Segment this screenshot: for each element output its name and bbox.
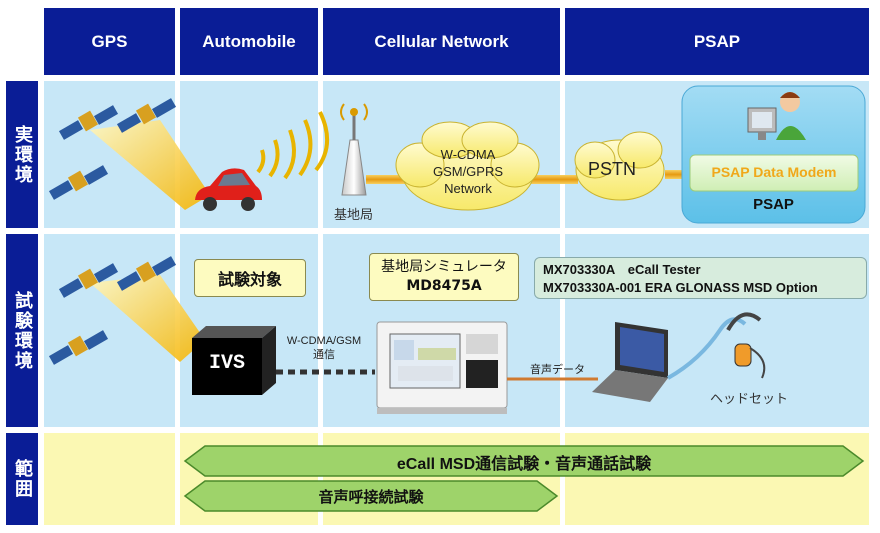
scope-arrow-msd xyxy=(183,445,865,477)
satellite-icon xyxy=(48,165,109,200)
satellite-icon xyxy=(58,105,119,140)
row-header-scope: 範囲 xyxy=(6,433,38,525)
network-cloud-line: Network xyxy=(444,181,492,196)
satellite-icon xyxy=(58,263,119,298)
connection-pipe xyxy=(530,175,578,184)
operator-icon xyxy=(747,92,806,140)
column-header-automobile: Automobile xyxy=(180,8,318,75)
base-station-icon xyxy=(340,103,368,196)
satellite-beam xyxy=(90,120,210,210)
column-header-gps: GPS xyxy=(44,8,175,75)
row-header-real-env: 実環境 xyxy=(6,81,38,228)
simulator-label-line1: 基地局シミュレータ xyxy=(381,259,507,275)
psap-data-modem-box xyxy=(689,154,859,192)
headset-icon xyxy=(726,312,766,379)
network-cloud-icon xyxy=(395,121,540,211)
connection-pipe xyxy=(366,175,406,184)
simulator-instrument-icon xyxy=(376,321,508,414)
link-label-line1: W-CDMA/GSM xyxy=(286,335,362,347)
test-target-box: 試験対象 xyxy=(194,259,306,297)
scope-arrow-msd-label: eCall MSD通信試験・音声通話試験 xyxy=(396,456,652,473)
link-label-line2: 通信 xyxy=(313,349,335,361)
base-station-label: 基地局 xyxy=(334,207,374,222)
tester-callout: MX703330A eCall Tester MX703330A-001 ERA… xyxy=(534,257,867,299)
audio-data-label: 音声データ xyxy=(530,364,585,376)
psap-label: PSAP xyxy=(753,196,794,213)
scope-arrow-call xyxy=(183,480,559,512)
pstn-label: PSTN xyxy=(588,159,637,179)
column-header-psap: PSAP xyxy=(565,8,869,75)
radio-waves-icon xyxy=(256,111,330,180)
tester-label-line2: MX703330A-001 ERA GLONASS MSD Option xyxy=(543,280,818,295)
ivs-box-icon xyxy=(192,326,276,395)
row-header-test-env: 試験環境 xyxy=(6,234,38,427)
simulator-box: 基地局シミュレータ MD8475A xyxy=(369,253,519,301)
headset-cable xyxy=(667,317,747,380)
laptop-icon xyxy=(592,322,668,402)
network-cloud-line: W-CDMA xyxy=(440,147,496,162)
pstn-cloud-icon xyxy=(574,131,665,201)
connection-pipe xyxy=(665,170,690,179)
network-cloud-label: W-CDMA GSM/GPRS Network xyxy=(418,146,518,197)
satellite-icon xyxy=(48,330,109,365)
column-header-cellular-network: Cellular Network xyxy=(323,8,560,75)
psap-data-modem-label: PSAP Data Modem xyxy=(711,164,837,180)
scope-arrow-call-label: 音声呼接続試験 xyxy=(318,489,424,506)
cell-scope-gps xyxy=(44,433,175,525)
headset-label: ヘッドセット xyxy=(710,391,789,406)
test-target-label: 試験対象 xyxy=(217,270,282,289)
satellite-icon xyxy=(116,98,177,133)
satellite-beam xyxy=(90,275,205,362)
ivs-label: IVS xyxy=(208,352,245,375)
tester-label-line1: MX703330A eCall Tester xyxy=(543,262,701,277)
link-label: W-CDMA/GSM 通信 xyxy=(276,334,372,362)
network-cloud-line: GSM/GPRS xyxy=(432,164,504,179)
simulator-label-line2: MD8475A xyxy=(406,278,482,294)
car-icon xyxy=(195,168,262,211)
satellite-icon xyxy=(116,256,177,291)
